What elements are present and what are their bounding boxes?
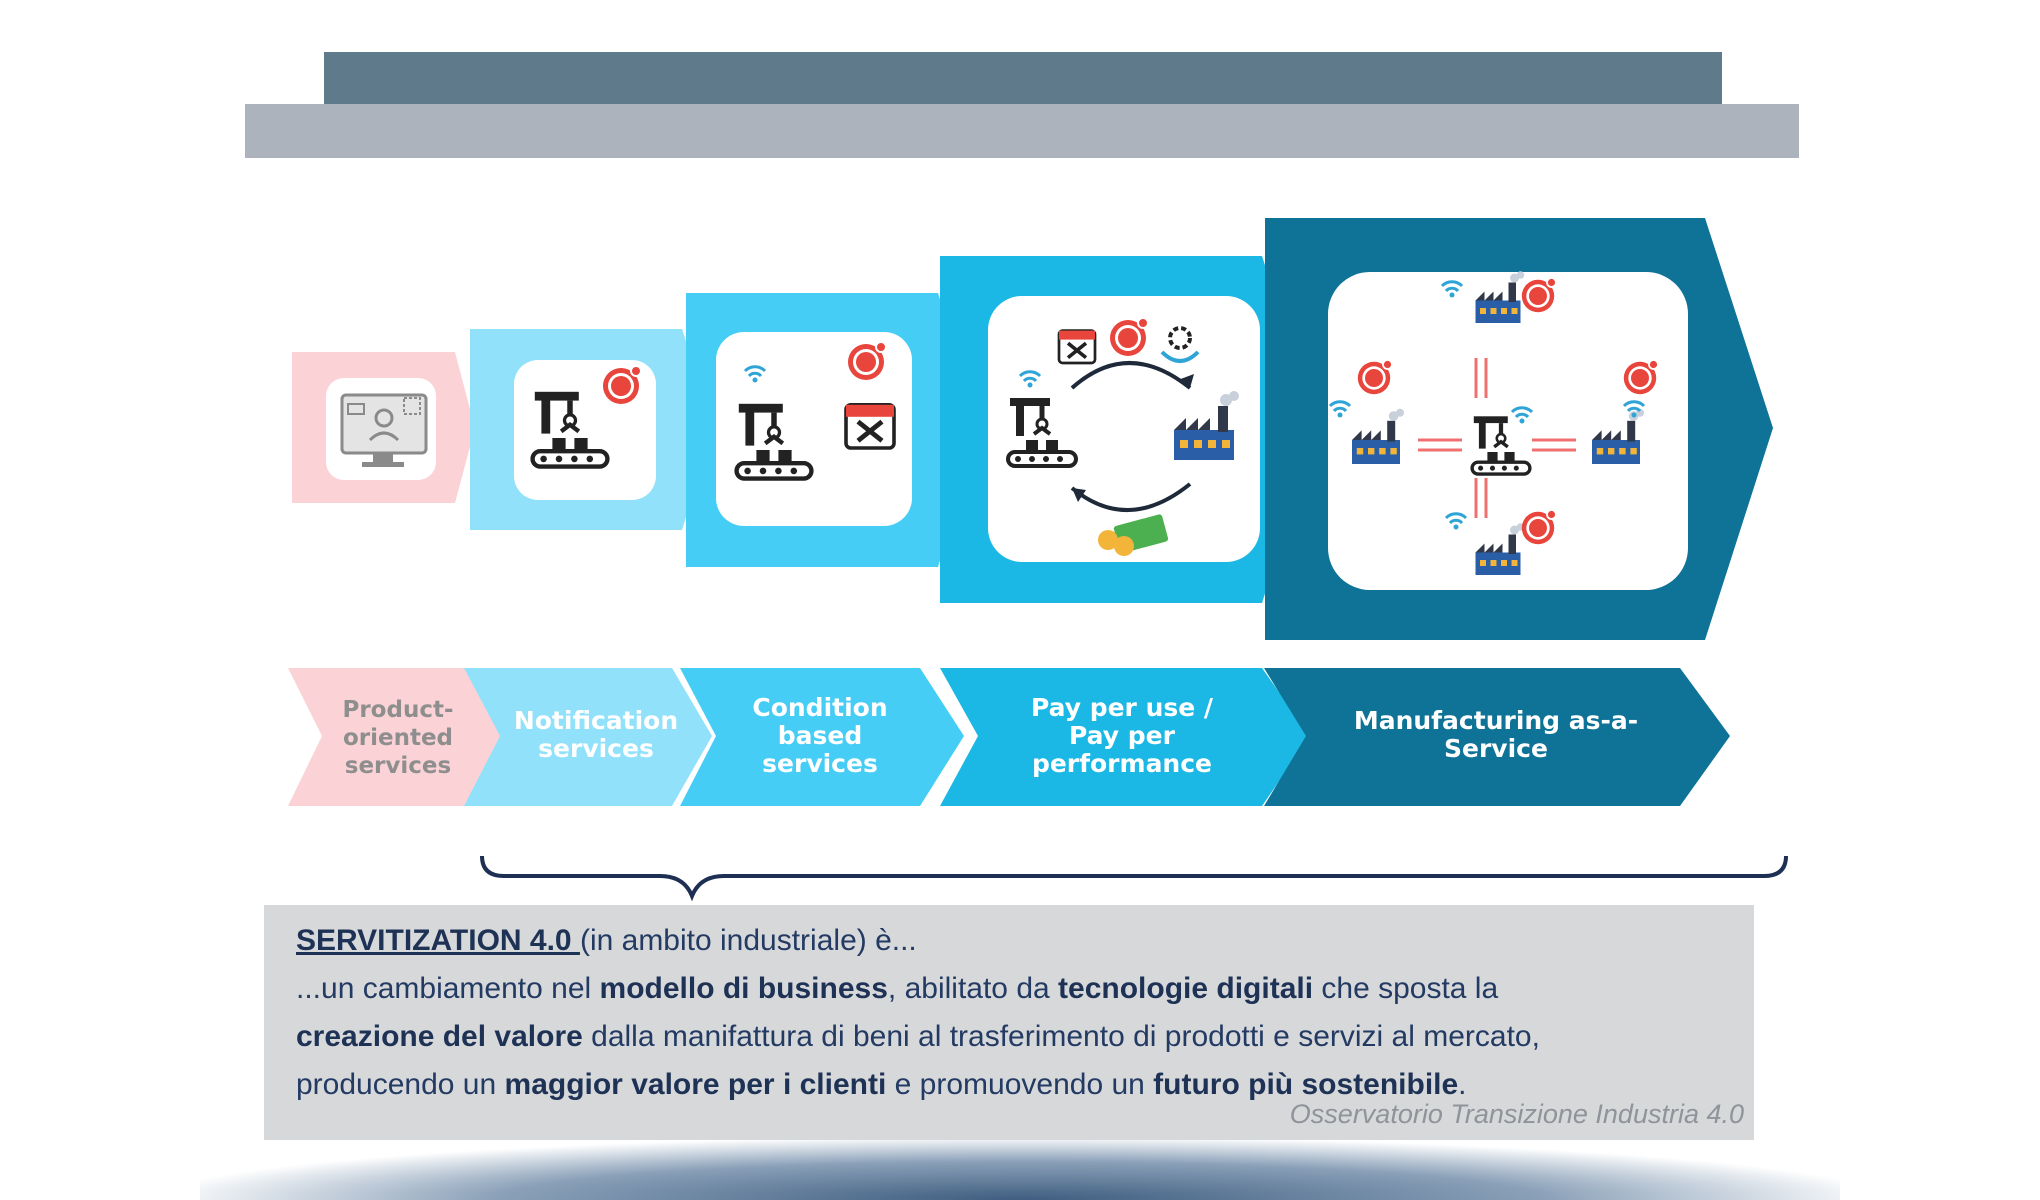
monitor-user-icon <box>340 393 428 467</box>
chevron-stage-4 <box>940 668 1310 806</box>
definition-text: SERVITIZATION 4.0 (in ambito industriale… <box>296 924 1540 1101</box>
stage-card-4 <box>988 296 1260 562</box>
definition-title: SERVITIZATION 4.0 <box>296 924 580 957</box>
chevron-stage-3 <box>680 668 964 806</box>
bottom-decoration <box>200 1140 1840 1200</box>
chevron-stage-2 <box>464 668 712 806</box>
stage-label-3: Condition based services <box>752 693 888 778</box>
maintenance-calendar-icon <box>846 405 894 448</box>
maintenance-calendar-icon <box>1057 328 1097 365</box>
stage-label-5: Manufacturing as-a- Service <box>1353 706 1639 763</box>
source-credit: Osservatorio Transizione Industria 4.0 <box>1289 1099 1744 1129</box>
stage-label-1: Product- oriented services <box>342 697 454 779</box>
exchange-arrows-icon <box>1418 358 1576 518</box>
gear-hands-icon <box>1160 326 1200 363</box>
chevron-stage-1 <box>288 668 508 806</box>
definition-box <box>264 905 1754 1140</box>
grouping-brace <box>480 855 1788 902</box>
stage-card-5 <box>1328 272 1688 590</box>
header-bar-light <box>245 104 1799 158</box>
cycle-arrow-top <box>1070 361 1192 390</box>
coins-cash-icon <box>1098 514 1169 556</box>
cycle-arrow-bottom <box>1070 482 1192 512</box>
header-bar-dark <box>324 52 1722 104</box>
stage-label-4: Pay per use / Pay per performance <box>1030 693 1214 778</box>
stage-label-2: Notification services <box>513 706 679 763</box>
chevron-stage-5 <box>1264 668 1730 806</box>
